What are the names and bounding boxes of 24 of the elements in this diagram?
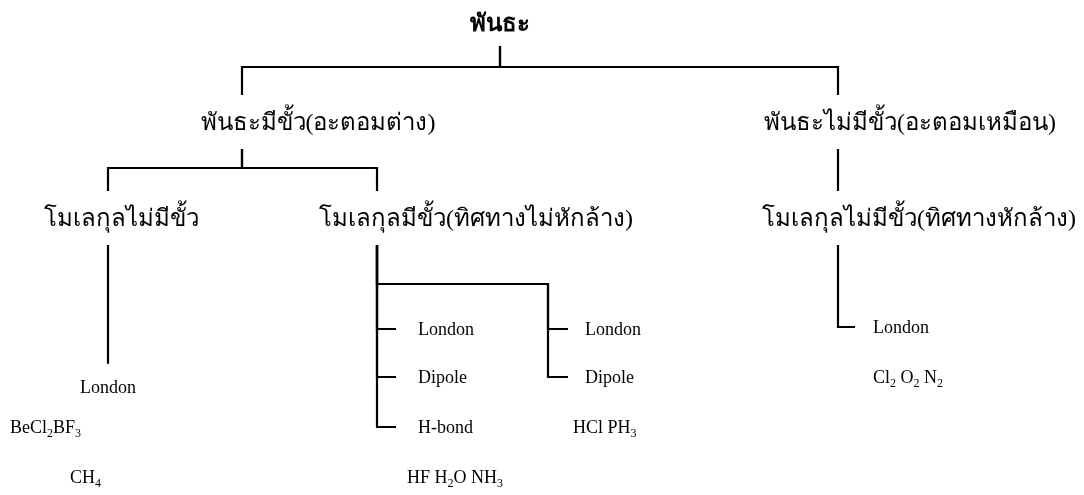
force-label: London [396, 317, 474, 341]
formula-label: Cl$_{2}$ O$_{2}$ N$_{2}$ [873, 365, 943, 389]
force-label: London [568, 317, 641, 341]
connector-line [106, 245, 110, 364]
category-label: พันธะไม่มีขั้ว(อะตอมเหมือน) [760, 95, 1060, 149]
connector-line [836, 245, 855, 329]
force-label: London [855, 315, 929, 339]
force-label: H-bond [396, 415, 473, 439]
formula-label: BeCl$_{2}$BF$_{3}$ [10, 415, 82, 439]
force-label: Dipole [396, 365, 467, 389]
formula-label: CH$_{4}$ [70, 465, 101, 489]
formula-label: HCl PH$_{3}$ [573, 415, 637, 439]
category-label: โมเลกุลไม่มีขั้ว [39, 191, 203, 245]
connector-line [240, 149, 379, 191]
category-label: พันธะ [462, 2, 538, 46]
connector-line [375, 245, 568, 379]
category-label: โมเลกุลมีขั้ว(ทิศทางไม่หักล้าง) [315, 191, 637, 245]
formula-label: HF H$_{2}$O NH$_{3}$ [407, 465, 503, 489]
connector-line [836, 149, 840, 191]
category-label: พันธะมีขั้ว(อะตอมต่าง) [196, 95, 440, 149]
force-label: Dipole [568, 365, 634, 389]
category-label: London [78, 363, 138, 401]
category-label: โมเลกุลไม่มีขั้ว(ทิศทางหักล้าง) [758, 191, 1080, 245]
connector-line [498, 46, 840, 95]
